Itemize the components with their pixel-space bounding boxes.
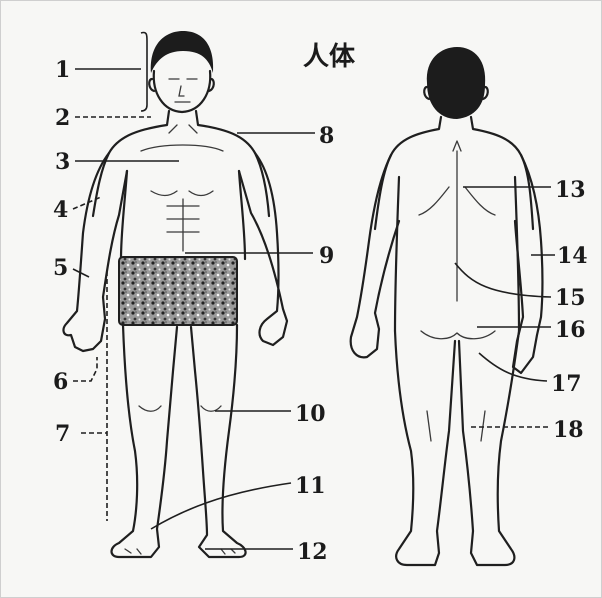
back-hair [427, 47, 485, 119]
diagram-title: 人体 [303, 42, 356, 72]
front-left-arm [239, 153, 287, 345]
label-4: 4 [53, 197, 68, 223]
label-9: 9 [319, 243, 334, 269]
label-15: 15 [555, 285, 586, 311]
label-13: 13 [555, 177, 586, 203]
front-hair [151, 31, 213, 73]
label-11: 11 [295, 473, 326, 499]
front-view-figure [64, 31, 287, 557]
back-view-figure [351, 47, 543, 565]
label-6: 6 [53, 369, 68, 395]
label-5: 5 [53, 255, 68, 281]
back-left-arm [351, 155, 399, 357]
front-right-arm [64, 153, 127, 351]
label-2: 2 [55, 105, 70, 131]
back-legs [395, 331, 519, 565]
label-3: 3 [55, 149, 70, 175]
label-7: 7 [55, 421, 70, 447]
label-1: 1 [55, 57, 70, 83]
label-14: 14 [557, 243, 588, 269]
label-17: 17 [551, 371, 582, 397]
front-shorts [119, 257, 237, 325]
label-10: 10 [295, 401, 326, 427]
front-legs [112, 325, 246, 557]
label-18: 18 [553, 417, 584, 443]
label-16: 16 [555, 317, 586, 343]
front-head [154, 71, 210, 112]
label-8: 8 [319, 123, 334, 149]
label-12: 12 [297, 539, 328, 565]
